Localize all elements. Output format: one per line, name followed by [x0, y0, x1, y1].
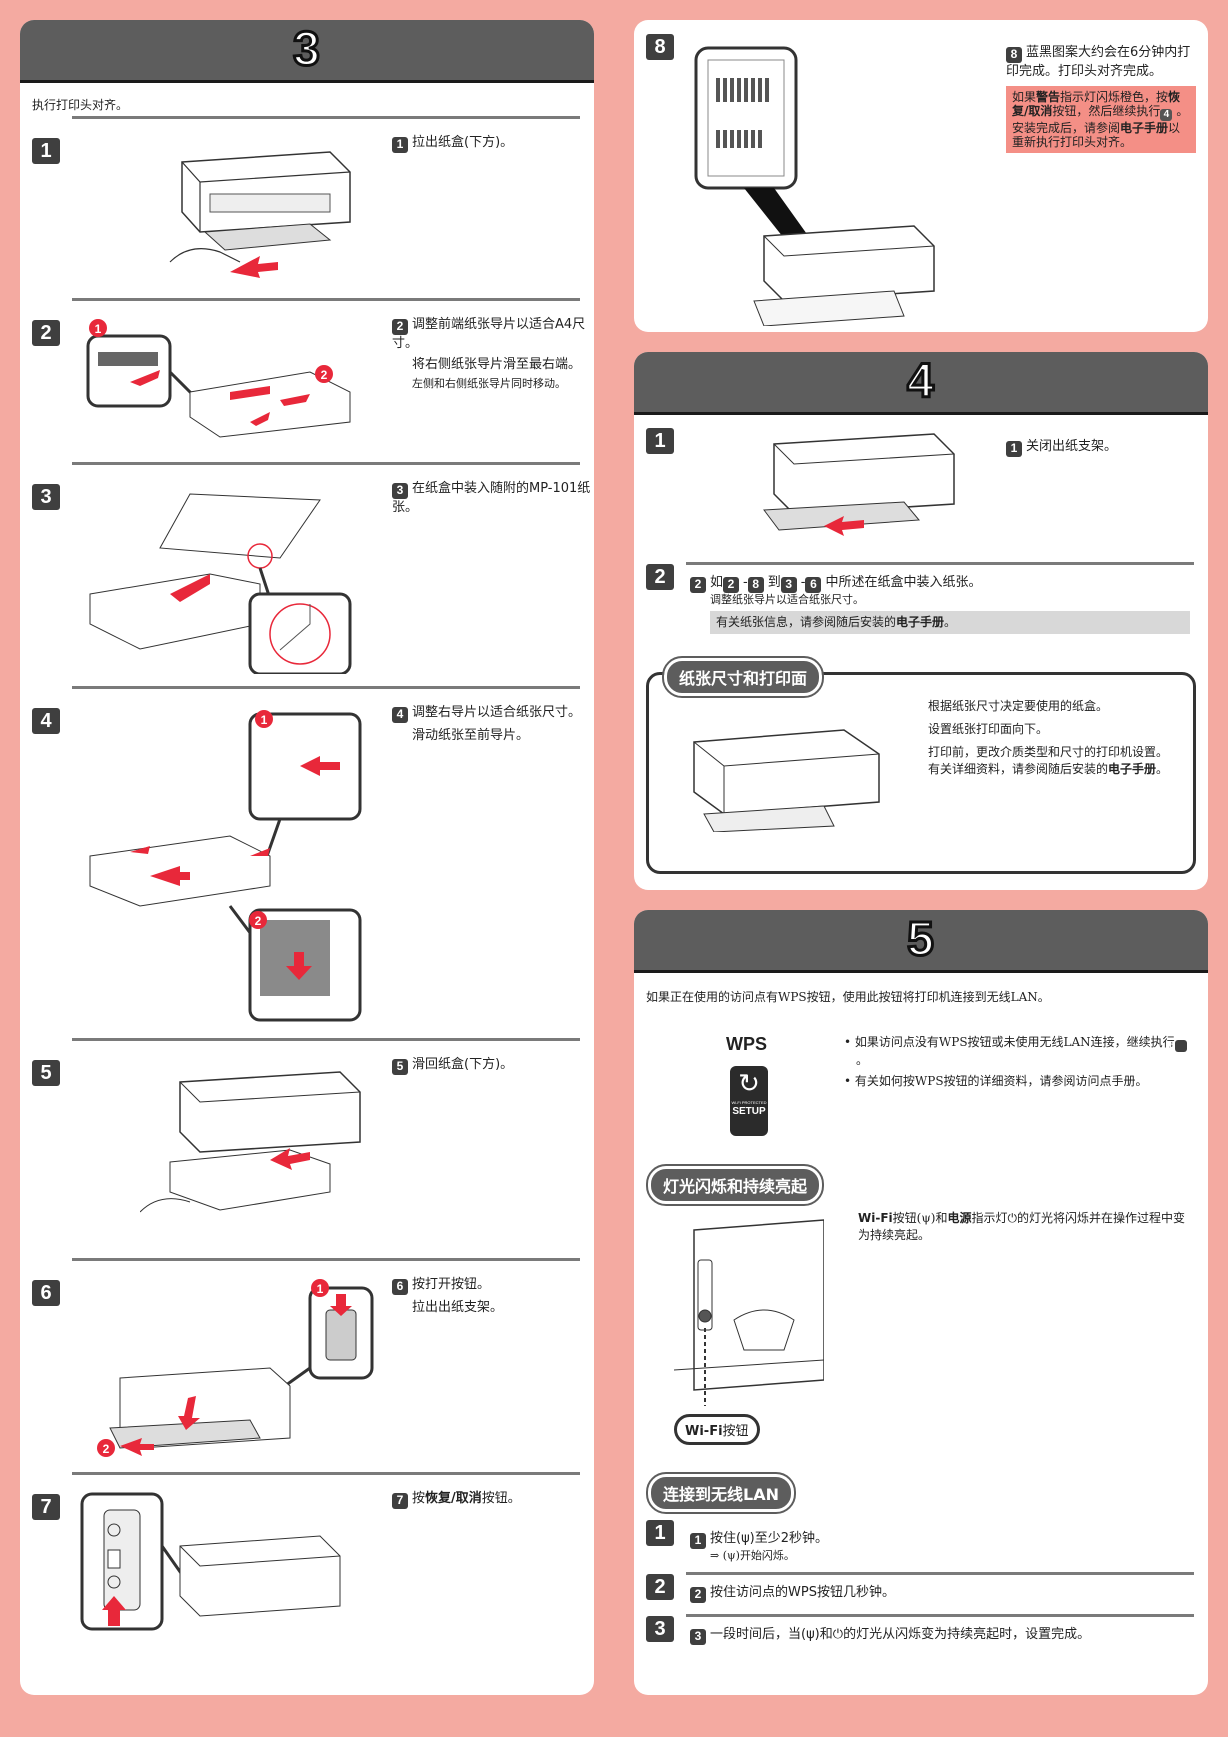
- step-number: 3: [646, 1616, 674, 1642]
- step-number: 7: [32, 1494, 60, 1520]
- step-number: 2: [32, 320, 60, 346]
- callout-1: 1: [95, 322, 102, 336]
- callout-2: 2: [255, 914, 262, 928]
- print-pattern-illustration: [694, 46, 935, 326]
- step-number: 6: [32, 1280, 60, 1306]
- step-number: 1: [32, 138, 60, 164]
- callout-1: 1: [317, 1282, 324, 1296]
- open-button-illustration: 1 2: [97, 1279, 374, 1457]
- wps-logo-text: Wi-Fi PROTECTED: [731, 1100, 767, 1105]
- wps-bullets: • 如果访问点没有WPS按钮或未使用无线LAN连接，继续执行6。 • 有关如何按…: [844, 1034, 1194, 1094]
- power-icon: ⏻: [832, 1627, 844, 1642]
- step-number: 8: [646, 34, 674, 60]
- power-icon: ⏻: [1007, 1211, 1017, 1225]
- slide-back-cassette-illustration: [140, 1071, 361, 1213]
- wifi-button-callout: Wi-Fi按钮: [674, 1414, 760, 1445]
- step-number: 4: [32, 708, 60, 734]
- callout-1: 1: [261, 713, 268, 727]
- paper-size-title: 纸张尺寸和打印面: [661, 656, 825, 698]
- wps-label: WPS: [726, 1034, 768, 1054]
- step-number: 2: [646, 1574, 674, 1600]
- connect-title: 连接到无线LAN: [646, 1472, 796, 1514]
- step-number: 1: [646, 1520, 674, 1546]
- section-4-header: 4: [634, 352, 1208, 415]
- wifi-icon: (ψ): [916, 1211, 936, 1225]
- section-5-header: 5: [634, 910, 1208, 973]
- section-number: 4: [906, 355, 936, 408]
- step-number: 2: [646, 564, 674, 590]
- arrow-icon: ⇒ (ψ): [710, 1548, 740, 1562]
- load-paper-illustration: [89, 493, 352, 674]
- paper-size-text: 根据纸张尺寸决定要使用的纸盒。 设置纸张打印面向下。 打印前，更改介质类型和尺寸…: [928, 699, 1169, 776]
- wifi-button-illustration: [674, 1219, 824, 1406]
- paper-size-box: [646, 672, 1196, 874]
- wifi-icon: (ψ): [801, 1627, 820, 1642]
- printer-pull-cassette-illustration: [169, 151, 351, 278]
- lights-title: 灯光闪烁和持续亮起: [645, 1164, 825, 1206]
- wps-logo-setup: SETUP: [732, 1106, 766, 1117]
- close-output-support-illustration: [763, 433, 955, 536]
- section-number: 5: [906, 913, 936, 966]
- resume-cancel-illustration: [80, 1492, 341, 1631]
- info-bar: 有关纸张信息，请参阅随后安装的电子手册。: [710, 610, 1190, 634]
- step-number: 1: [646, 428, 674, 454]
- paper-guide-illustration: 1 2: [86, 319, 351, 438]
- callout-2: 2: [321, 368, 328, 382]
- wps-logo: ↻ Wi-Fi PROTECTED SETUP: [730, 1066, 768, 1136]
- lights-text: Wi-Fi按钮(ψ)和电源指示灯⏻的灯光将闪烁并在操作过程中变为持续亮起。: [858, 1211, 1185, 1242]
- section-intro: 执行打印头对齐。: [32, 98, 129, 112]
- step-number: 3: [32, 484, 60, 510]
- section-number: 3: [292, 23, 322, 76]
- section-3-header: 3: [20, 20, 594, 83]
- step-number: 5: [32, 1060, 60, 1086]
- section-intro: 如果正在使用的访问点有WPS按钮，使用此按钮将打印机连接到无线LAN。: [646, 990, 1050, 1004]
- section-5-panel: 5 如果正在使用的访问点有WPS按钮，使用此按钮将打印机连接到无线LAN。 WP…: [634, 910, 1208, 1695]
- callout-2: 2: [103, 1442, 110, 1456]
- wifi-icon: (ψ): [736, 1531, 755, 1546]
- adjust-guide-illustration: 1 2: [89, 710, 362, 1022]
- printer-paper-illustration: [693, 729, 880, 832]
- wps-logo-icon: ↻: [738, 1068, 760, 1098]
